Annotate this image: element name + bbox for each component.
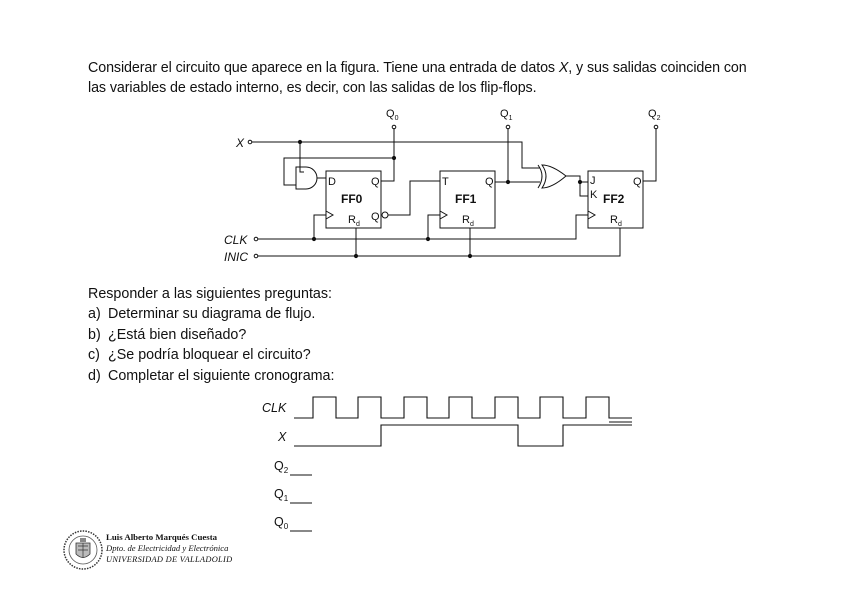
timing-x-label: X	[277, 430, 287, 444]
questions-heading: Responder a las siguientes preguntas:	[88, 286, 332, 302]
question-d: d)Completar el siguiente cronograma:	[88, 367, 335, 384]
clk-wire	[258, 214, 588, 240]
ff0-name: FF0	[341, 192, 363, 206]
intro-text-1: Considerar el circuito que aparece en la…	[88, 60, 559, 76]
department: Dpto. de Electricidad y Electrónica	[106, 543, 229, 553]
university-seal-icon	[63, 530, 103, 570]
intro-paragraph: Considerar el circuito que aparece en la…	[88, 58, 768, 98]
clk-input-pin	[253, 236, 259, 242]
university: UNIVERSIDAD DE VALLADOLID	[106, 555, 233, 564]
footer: Luis Alberto Marqués Cuesta Dpto. de Ele…	[62, 529, 262, 575]
intro-text-2: , y sus salidas coinciden con las variab…	[88, 60, 747, 96]
out-q0-label: Q0	[386, 108, 399, 122]
inic-input-pin	[253, 253, 259, 259]
questions-block: Responder a las siguientes preguntas: a)…	[88, 284, 334, 386]
footer-text: Luis Alberto Marqués Cuesta Dpto. de Ele…	[106, 532, 232, 565]
timing-q2-label: Q2	[274, 459, 289, 475]
ff0-box	[325, 170, 382, 229]
xor-gate	[537, 164, 543, 189]
ff1-box	[439, 170, 496, 229]
ff1-name: FF1	[455, 192, 477, 206]
out-q1-label: Q1	[500, 108, 513, 122]
timing-q0-label: Q0	[274, 515, 289, 531]
x-wire	[252, 141, 540, 169]
author-name: Luis Alberto Marqués Cuesta	[106, 532, 218, 542]
x-waveform	[294, 424, 632, 447]
ff0-reset-label: Rd	[348, 214, 360, 228]
ff1-t-label: T	[442, 176, 449, 188]
question-c: c)¿Se podría bloquear el circuito?	[88, 347, 311, 364]
ff2-q-label: Q	[633, 176, 642, 188]
inic-wire	[258, 228, 621, 257]
ff1-q-label: Q	[485, 176, 494, 188]
question-a: a)Determinar su diagrama de flujo.	[88, 306, 316, 323]
timing-clk-label: CLK	[262, 401, 287, 415]
ff2-j-label: J	[590, 175, 596, 187]
question-b: b)¿Está bien diseñado?	[88, 326, 247, 343]
ff0-qneg-label: Q	[371, 211, 380, 223]
ff2-k-label: K	[590, 189, 598, 201]
input-inic-label: INIC	[224, 250, 248, 264]
ff1-reset-label: Rd	[462, 214, 474, 228]
ff2-reset-label: Rd	[610, 214, 622, 228]
clk-waveform	[294, 396, 632, 419]
x-input-pin	[247, 139, 253, 145]
output-labels: Q0 Q1 Q2	[386, 108, 661, 122]
ff0-q-label: Q	[371, 176, 380, 188]
input-clk-label: CLK	[224, 233, 248, 247]
and-gate	[295, 166, 318, 190]
out-q2-label: Q2	[648, 108, 661, 122]
ff2-box	[587, 170, 644, 229]
intro-var-x: X	[558, 60, 569, 76]
ff0-d-label: D	[328, 176, 336, 188]
ff2-name: FF2	[603, 192, 625, 206]
input-x-label: X	[235, 136, 245, 150]
timing-q1-label: Q1	[274, 487, 289, 503]
